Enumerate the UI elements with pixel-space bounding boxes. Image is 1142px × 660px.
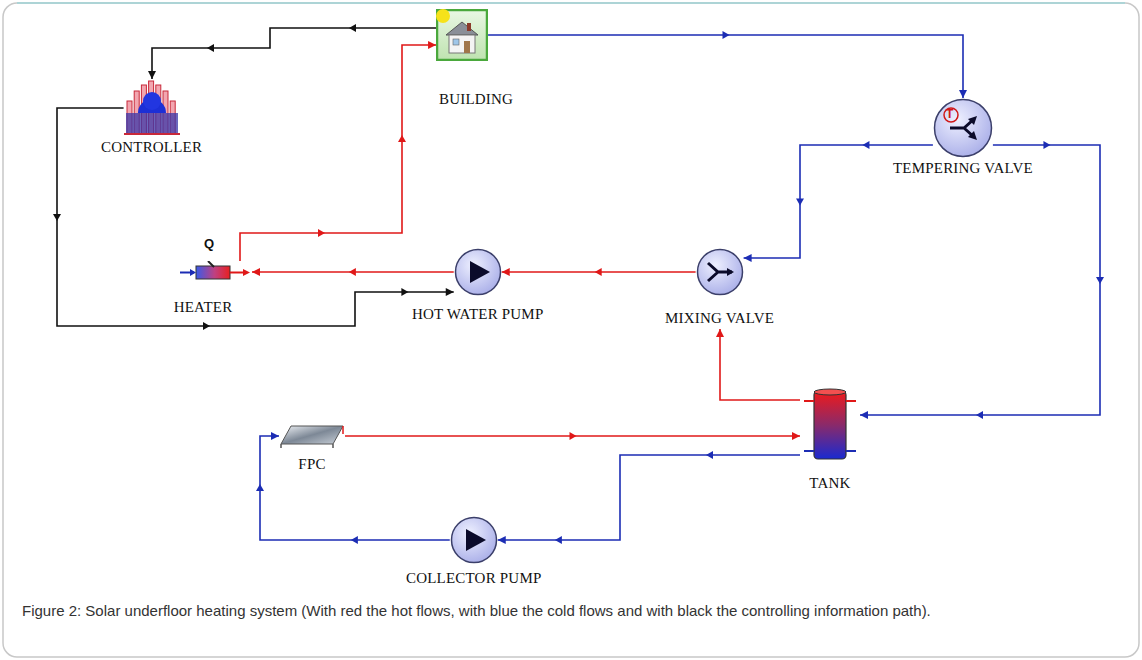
building-icon (436, 9, 488, 61)
component-label: TEMPERING VALVE (893, 160, 1033, 177)
tank-node: TANK (800, 385, 860, 492)
arrow-head (53, 214, 61, 221)
flow-connector (716, 329, 800, 400)
collector-node: FPC (279, 424, 345, 473)
temperature-symbol: T (946, 107, 953, 121)
flow-line (860, 145, 1100, 415)
tempering-icon (933, 98, 993, 158)
arrow-head (256, 484, 264, 491)
component-label: CONTROLLER (101, 139, 202, 156)
arrow-head (446, 288, 454, 296)
arrow-head (148, 71, 156, 79)
arrow-head (706, 451, 713, 459)
figure-caption: Figure 2: Solar underfloor heating syste… (22, 600, 1122, 621)
flow-connector (252, 268, 454, 276)
arrow-head (792, 432, 800, 440)
component-label: BUILDING (439, 91, 513, 108)
flow-connector (345, 432, 800, 440)
fpc-icon (279, 424, 345, 448)
flow-line (240, 45, 436, 261)
pump-icon (450, 516, 498, 564)
heater-icon (178, 261, 252, 283)
flow-connector (860, 141, 1104, 419)
arrow-head (862, 141, 869, 149)
pump-node: COLLECTOR PUMP (406, 516, 541, 587)
arrow-head (959, 90, 967, 98)
arrow-head (555, 536, 562, 544)
arrow-head (570, 432, 577, 440)
arrow-head (498, 536, 506, 544)
flow-line (498, 455, 800, 540)
arrow-head (796, 199, 804, 206)
arrow-head (716, 329, 724, 337)
arrow-head (860, 411, 868, 419)
arrow-head (349, 268, 356, 276)
controller-node: CONTROLLER (101, 79, 202, 156)
flow-line (57, 108, 454, 326)
arrow-head (207, 44, 214, 52)
flow-connector (256, 432, 450, 544)
flow-connector (240, 41, 436, 261)
flow-line (152, 28, 436, 79)
arrow-head (349, 24, 356, 32)
arrow-head (744, 254, 752, 262)
component-label: HEATER (174, 299, 233, 316)
flow-line (488, 35, 963, 98)
arrow-head (351, 536, 358, 544)
heater-node: HEATER (178, 261, 252, 316)
tank-icon (800, 385, 860, 465)
arrow-head (1096, 277, 1104, 284)
pump-icon (454, 248, 502, 296)
flow-line (720, 329, 800, 400)
component-label: FPC (298, 456, 325, 473)
arrow-head (252, 268, 260, 276)
arrow-head (595, 268, 602, 276)
flow-line (260, 436, 450, 540)
arrow-head (398, 135, 406, 142)
arrow-head (1043, 141, 1050, 149)
flow-connector (488, 31, 967, 98)
arrow-head (203, 322, 210, 330)
component-label: MIXING VALVE (665, 310, 774, 327)
arrow-head (318, 229, 325, 237)
arrow-head (723, 31, 730, 39)
mixing-icon (696, 248, 744, 296)
arrow-head (502, 268, 510, 276)
flow-connector (744, 141, 933, 262)
pump-node: HOT WATER PUMP (412, 248, 543, 323)
arrow-head (401, 288, 408, 296)
arrow-head (976, 411, 983, 419)
heat-symbol: Q (204, 236, 214, 251)
flow-connector (498, 451, 800, 544)
building-node: BUILDING (425, 9, 499, 108)
component-label: HOT WATER PUMP (412, 306, 543, 323)
arrow-head (271, 432, 279, 440)
controller-icon (124, 79, 180, 135)
valve-node: TEMPERING VALVE (893, 98, 1033, 177)
valve-node: MIXING VALVE (665, 248, 774, 327)
component-label: TANK (809, 475, 850, 492)
flow-connector (53, 108, 454, 330)
component-label: COLLECTOR PUMP (406, 570, 541, 587)
arrow-head (428, 41, 436, 49)
flow-connector (502, 268, 696, 276)
flow-connector (148, 24, 436, 79)
